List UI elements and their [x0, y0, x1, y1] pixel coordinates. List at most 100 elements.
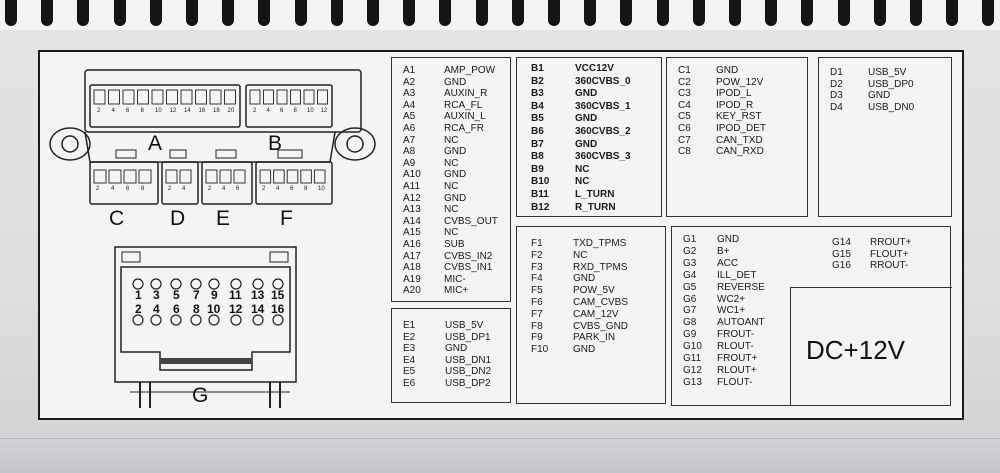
- pin-table-g: [671, 226, 951, 406]
- pin-signal: USB_DN0: [868, 101, 915, 113]
- connector-g-key-right: [269, 251, 289, 263]
- mount-hole-right: [346, 135, 364, 153]
- pin-signal: NC: [444, 181, 459, 192]
- connector-a-cavity: [209, 89, 222, 105]
- case-tooth: [403, 0, 416, 26]
- pin-signal: MIC+: [444, 285, 469, 297]
- pin-signal: GND: [444, 169, 467, 181]
- pin-id: A8: [403, 146, 416, 158]
- pin-signal: RXD_TPMS: [573, 261, 628, 273]
- g-pin-number: 6: [173, 302, 180, 316]
- case-tooth: [294, 0, 307, 26]
- g-pin-number: 3: [153, 288, 160, 302]
- case-tooth: [620, 0, 633, 26]
- pin-id: A6: [403, 123, 416, 134]
- pin-signal: CAN_TXD: [716, 134, 763, 146]
- connector-g-key-left: [121, 251, 141, 263]
- g-pin-number: 7: [193, 288, 200, 302]
- pin-signal: CVBS_IN1: [444, 262, 493, 274]
- connector-pin-number: 4: [182, 186, 186, 192]
- g-pin-number: 4: [153, 302, 160, 316]
- pin-signal: FLOUT+: [870, 248, 909, 260]
- pin-signal: GND: [444, 146, 467, 158]
- pin-id: C1: [678, 65, 691, 76]
- pin-signal: NC: [444, 157, 459, 169]
- pin-signal: MIC-: [444, 273, 466, 285]
- connector-pin-number: 10: [318, 186, 325, 192]
- pin-signal: B+: [717, 245, 730, 257]
- pin-signal: GND: [575, 88, 598, 100]
- connector-g-pin: [230, 278, 242, 290]
- connector-pin-number: 12: [320, 108, 328, 114]
- pin-signal: WC2+: [717, 293, 746, 305]
- pin-id: B2: [531, 75, 544, 87]
- pin-signal: ACC: [717, 257, 739, 269]
- connector-e-cavity: [219, 169, 232, 184]
- case-tooth: [837, 0, 850, 26]
- case-tooth: [982, 0, 995, 26]
- connector-c-latch: [115, 149, 137, 159]
- pin-id: G4: [683, 269, 697, 281]
- pin-id: F3: [531, 261, 543, 273]
- connector-e-letter: E: [216, 207, 231, 230]
- g-pin-number: 14: [251, 302, 265, 316]
- case-tooth: [692, 0, 705, 26]
- connector-g-pin: [208, 314, 220, 326]
- case-tooth: [5, 0, 17, 26]
- pin-signal: AUXIN_R: [444, 88, 488, 100]
- connector-pin-number: 6: [236, 186, 240, 192]
- pin-id: A16: [403, 239, 421, 250]
- pin-id: C6: [678, 123, 691, 134]
- pin-signal: 360CVBS_3: [575, 151, 631, 163]
- pin-id: B12: [531, 201, 550, 213]
- g-pin-number: 12: [229, 302, 243, 316]
- pin-signal: L_TURN: [575, 189, 615, 200]
- pin-id: D1: [830, 67, 843, 78]
- connector-d-letter: D: [170, 207, 186, 230]
- connector-f-letter: F: [280, 207, 293, 230]
- case-tooth: [548, 0, 560, 26]
- pin-id: A14: [403, 215, 421, 227]
- mount-ear-right: [334, 127, 376, 161]
- pin-id: G11: [683, 353, 702, 364]
- pin-signal: CAN_RXD: [716, 146, 764, 158]
- pin-signal: CVBS_OUT: [444, 215, 498, 227]
- connector-g-letter: G: [192, 384, 209, 407]
- connector-pin-number: 6: [280, 108, 284, 114]
- case-tooth: [765, 0, 778, 26]
- pin-id: G8: [683, 317, 697, 329]
- pin-signal: CAM_12V: [573, 308, 619, 320]
- pin-signal: ILL_DET: [717, 269, 757, 281]
- g-pin-number: 5: [173, 288, 180, 302]
- connector-g-shell: [114, 246, 297, 383]
- pin-signal: NC: [444, 204, 459, 216]
- pin-table-e: [391, 308, 511, 403]
- pin-id: A4: [403, 99, 416, 111]
- pin-signal: POW_12V: [716, 76, 764, 88]
- g-pin-number: 1: [135, 288, 142, 302]
- pin-id: G9: [683, 329, 697, 341]
- pin-id: F2: [531, 249, 543, 261]
- pin-table-b: [516, 57, 662, 217]
- pin-table-g-divider: [790, 287, 952, 406]
- pin-signal: GND: [716, 65, 739, 76]
- connector-pin-number: 2: [97, 108, 101, 114]
- pin-signal: TXD_TPMS: [573, 238, 627, 249]
- connector-pin-number: 2: [168, 186, 172, 192]
- connector-d-shell: [161, 161, 199, 205]
- connector-f-cavity: [259, 169, 272, 184]
- pin-id: A13: [403, 204, 421, 216]
- connector-g-pin: [150, 314, 162, 326]
- pin-id: A5: [403, 111, 416, 123]
- pin-id: B4: [531, 100, 544, 112]
- connector-b-cavity: [290, 89, 301, 105]
- g-pin-number: 13: [251, 288, 265, 302]
- connector-f-latch: [277, 149, 303, 159]
- pin-id: A11: [403, 181, 421, 192]
- connector-g-pin: [150, 278, 162, 290]
- connector-f-cavity: [286, 169, 299, 184]
- connector-g-pin: [170, 314, 182, 326]
- pin-id: E6: [403, 377, 416, 389]
- case-tooth: [475, 0, 488, 26]
- pin-signal: IPOD_L: [716, 88, 752, 100]
